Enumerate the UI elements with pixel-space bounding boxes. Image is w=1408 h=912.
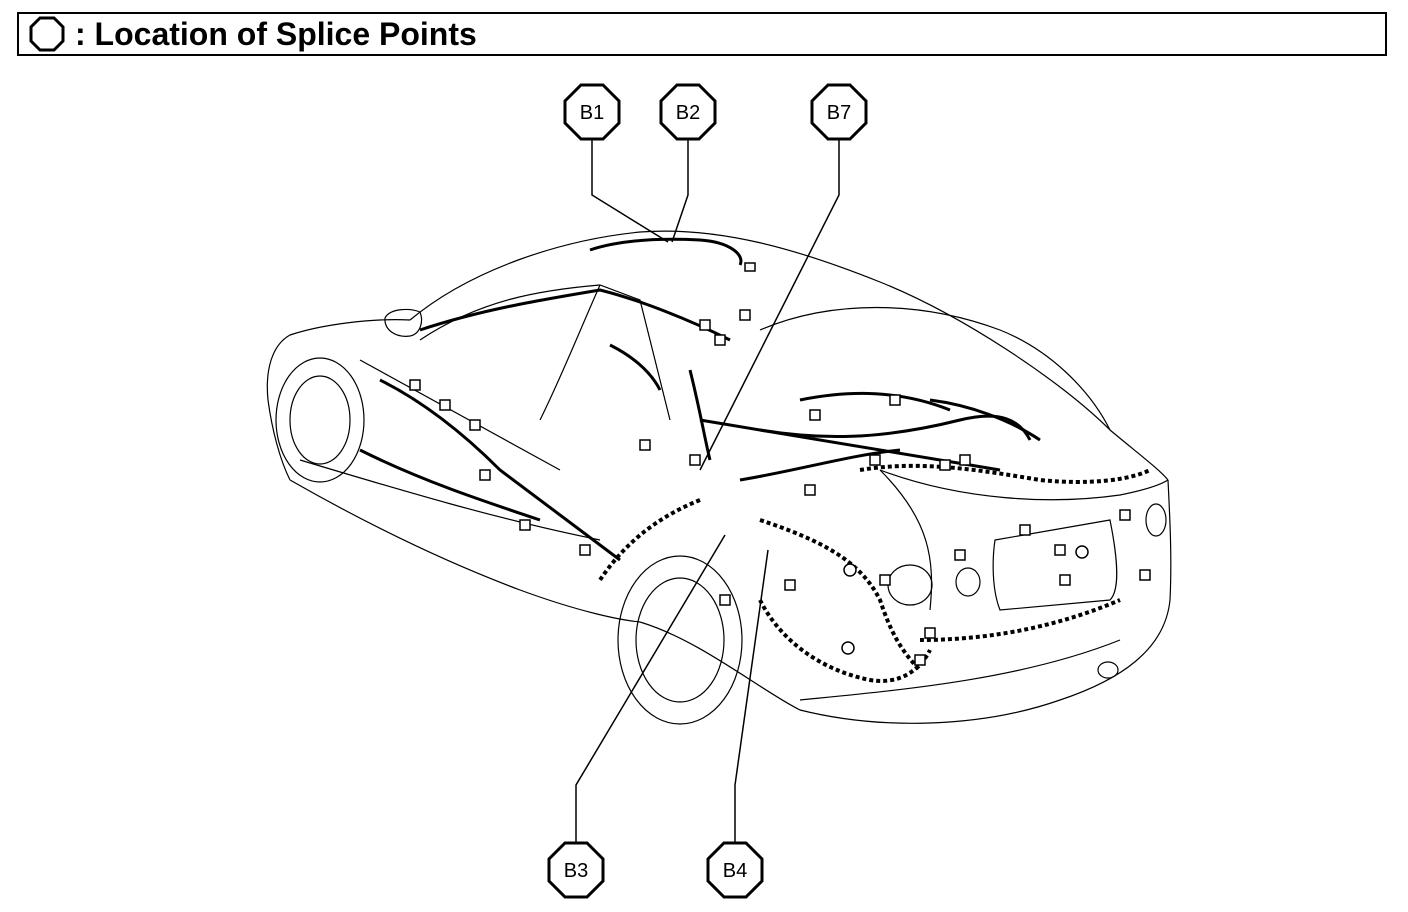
connectors — [409, 262, 1151, 666]
leader-line-b4 — [734, 549, 769, 843]
callout-label-b3: B3 — [564, 860, 588, 882]
callout-label-b1: B1 — [580, 102, 604, 124]
leader-lines — [575, 137, 840, 843]
callout-b7: B7 — [810, 83, 868, 141]
callout-b1: B1 — [563, 83, 621, 141]
callout-b2: B2 — [659, 83, 717, 141]
legend-header: : Location of Splice Points — [17, 12, 1387, 56]
callout-label-b2: B2 — [676, 102, 700, 124]
leader-line-b7 — [699, 137, 840, 471]
callout-label-b4: B4 — [723, 860, 747, 882]
leader-line-b1 — [591, 137, 669, 243]
callout-b3: B3 — [547, 841, 605, 899]
page-title: : Location of Splice Points — [75, 16, 477, 52]
octagon-icon — [27, 14, 67, 54]
wiring-harness-dashed — [598, 463, 1151, 683]
callout-b4: B4 — [706, 841, 764, 899]
leader-line-b2 — [671, 137, 689, 243]
callout-label-b7: B7 — [827, 102, 851, 124]
wiring-harness — [359, 237, 1041, 562]
leader-line-b3 — [575, 534, 726, 843]
